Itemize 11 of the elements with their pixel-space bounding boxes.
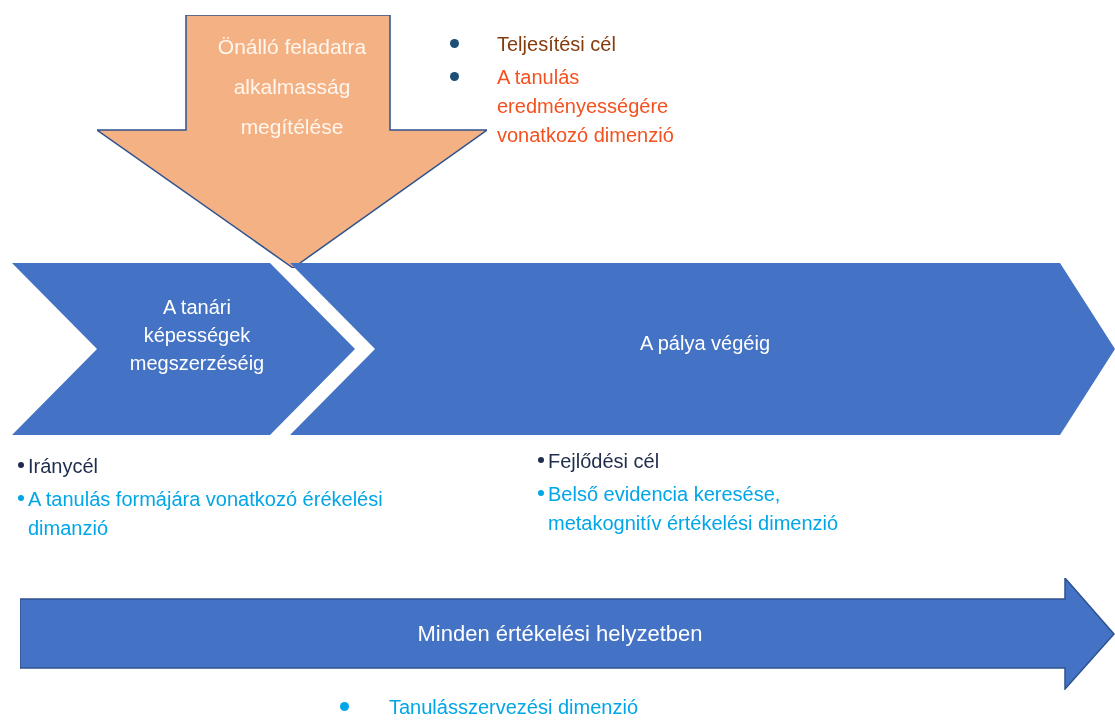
bullet-text: Teljesítési cél	[497, 32, 616, 57]
bullet-text: Fejlődési cél	[548, 449, 660, 474]
node-label: A pálya végéig	[638, 331, 772, 356]
node-label: Önálló feladatra alkalmasság megítélése	[216, 34, 368, 140]
bullet-text: Tanulásszervezési dimenzió	[389, 695, 638, 720]
bullet-text: Belső evidencia keresése, metakognitív értékelési dimenzió	[548, 482, 840, 536]
bullet-text: Iránycél	[28, 454, 99, 479]
node-label: Minden értékelési helyzetben	[416, 620, 704, 648]
bullet-text: A tanulás formájára vonatkozó érékelési dimanzió	[28, 487, 384, 541]
node-label: A tanári képességek megszerzéséig	[128, 295, 266, 376]
bullet-text: A tanulás eredményességére vonatkozó dimenzió	[497, 65, 675, 148]
